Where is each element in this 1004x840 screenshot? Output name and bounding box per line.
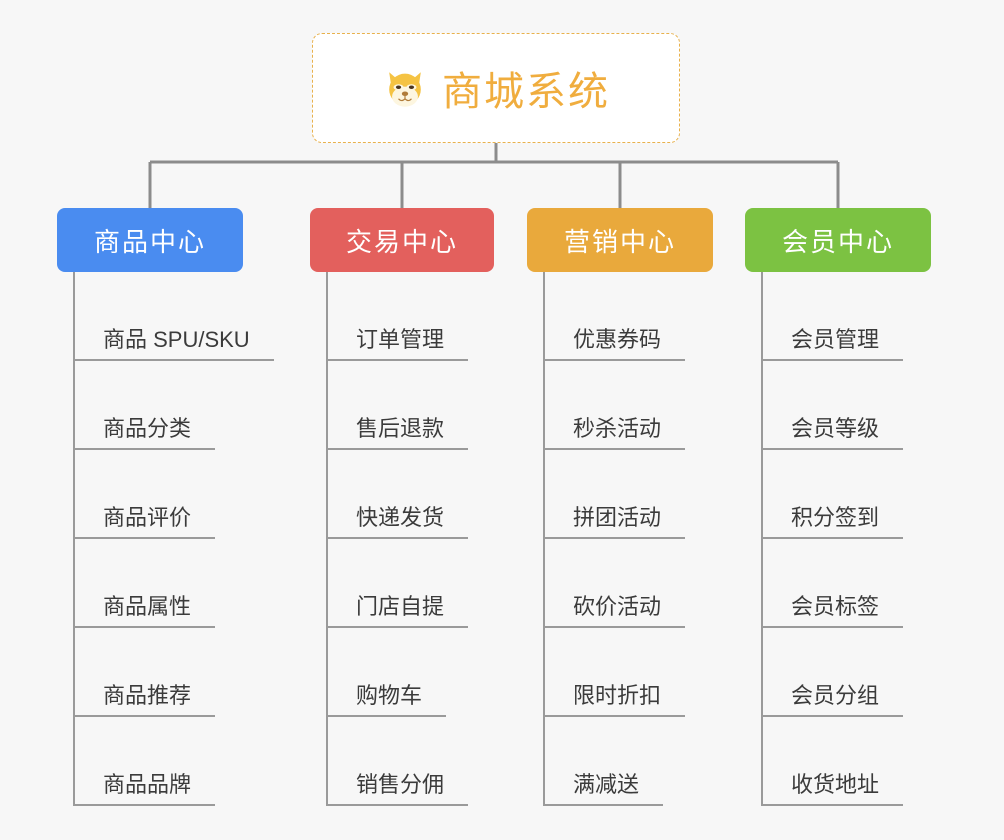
leaf-label: 售后退款 [326, 416, 469, 450]
branch-column-marketing: 营销中心 优惠券码 秒杀活动 拼团活动 砍价活动 限时折扣 满减送 [527, 208, 713, 806]
list-item[interactable]: 商品属性 [57, 539, 274, 628]
branch-header-label: 交易中心 [345, 226, 458, 257]
list-item[interactable]: 售后退款 [310, 361, 494, 450]
leaf-label: 快递发货 [326, 505, 469, 539]
branch-header-label: 营销中心 [563, 226, 676, 257]
list-item[interactable]: 门店自提 [310, 539, 494, 628]
leaf-label: 商品分类 [73, 416, 216, 450]
leaf-label: 砍价活动 [543, 594, 686, 628]
list-item[interactable]: 秒杀活动 [527, 361, 713, 450]
branch-header-trade[interactable]: 交易中心 [310, 208, 494, 272]
leaf-list-member: 会员管理 会员等级 积分签到 会员标签 会员分组 收货地址 [745, 272, 931, 806]
list-item[interactable]: 会员管理 [745, 272, 931, 361]
branch-header-marketing[interactable]: 营销中心 [527, 208, 713, 272]
root-node[interactable]: 商城系统 [312, 33, 680, 143]
shiba-dog-face-icon [382, 65, 428, 111]
branch-header-product[interactable]: 商品中心 [57, 208, 243, 272]
list-item[interactable]: 购物车 [310, 628, 494, 717]
branch-header-label: 商品中心 [93, 226, 206, 257]
list-item[interactable]: 商品品牌 [57, 717, 274, 806]
branch-column-trade: 交易中心 订单管理 售后退款 快递发货 门店自提 购物车 销售分佣 [310, 208, 494, 806]
leaf-label: 会员标签 [761, 594, 904, 628]
leaf-label: 会员管理 [761, 327, 904, 361]
list-item[interactable]: 销售分佣 [310, 717, 494, 806]
list-item[interactable]: 会员分组 [745, 628, 931, 717]
leaf-label: 商品 SPU/SKU [73, 327, 274, 361]
leaf-list-marketing: 优惠券码 秒杀活动 拼团活动 砍价活动 限时折扣 满减送 [527, 272, 713, 806]
list-item[interactable]: 收货地址 [745, 717, 931, 806]
list-item[interactable]: 拼团活动 [527, 450, 713, 539]
list-item[interactable]: 会员标签 [745, 539, 931, 628]
list-item[interactable]: 会员等级 [745, 361, 931, 450]
branch-column-member: 会员中心 会员管理 会员等级 积分签到 会员标签 会员分组 收货地址 [745, 208, 931, 806]
branch-header-member[interactable]: 会员中心 [745, 208, 931, 272]
branch-header-label: 会员中心 [781, 226, 894, 257]
list-item[interactable]: 商品分类 [57, 361, 274, 450]
list-item[interactable]: 商品推荐 [57, 628, 274, 717]
list-item[interactable]: 商品评价 [57, 450, 274, 539]
leaf-label: 商品品牌 [73, 772, 216, 806]
leaf-label: 商品评价 [73, 505, 216, 539]
leaf-label: 商品推荐 [73, 683, 216, 717]
leaf-label: 会员分组 [761, 683, 904, 717]
list-item[interactable]: 优惠券码 [527, 272, 713, 361]
leaf-label: 拼团活动 [543, 505, 686, 539]
list-item[interactable]: 砍价活动 [527, 539, 713, 628]
leaf-label: 秒杀活动 [543, 416, 686, 450]
leaf-list-trade: 订单管理 售后退款 快递发货 门店自提 购物车 销售分佣 [310, 272, 494, 806]
leaf-label: 积分签到 [761, 505, 904, 539]
list-item[interactable]: 限时折扣 [527, 628, 713, 717]
leaf-label: 满减送 [543, 772, 664, 806]
leaf-label: 优惠券码 [543, 327, 686, 361]
leaf-label: 会员等级 [761, 416, 904, 450]
leaf-list-product: 商品 SPU/SKU 商品分类 商品评价 商品属性 商品推荐 商品品牌 [57, 272, 274, 806]
list-item[interactable]: 快递发货 [310, 450, 494, 539]
list-item[interactable]: 满减送 [527, 717, 713, 806]
leaf-label: 限时折扣 [543, 683, 686, 717]
list-item[interactable]: 订单管理 [310, 272, 494, 361]
leaf-label: 收货地址 [761, 772, 904, 806]
list-item[interactable]: 商品 SPU/SKU [57, 272, 274, 361]
list-item[interactable]: 积分签到 [745, 450, 931, 539]
leaf-label: 订单管理 [326, 327, 469, 361]
leaf-label: 销售分佣 [326, 772, 469, 806]
leaf-label: 商品属性 [73, 594, 216, 628]
leaf-label: 购物车 [326, 683, 447, 717]
root-title: 商城系统 [442, 70, 610, 114]
branch-column-product: 商品中心 商品 SPU/SKU 商品分类 商品评价 商品属性 商品推荐 商品品牌 [57, 208, 274, 806]
leaf-label: 门店自提 [326, 594, 469, 628]
